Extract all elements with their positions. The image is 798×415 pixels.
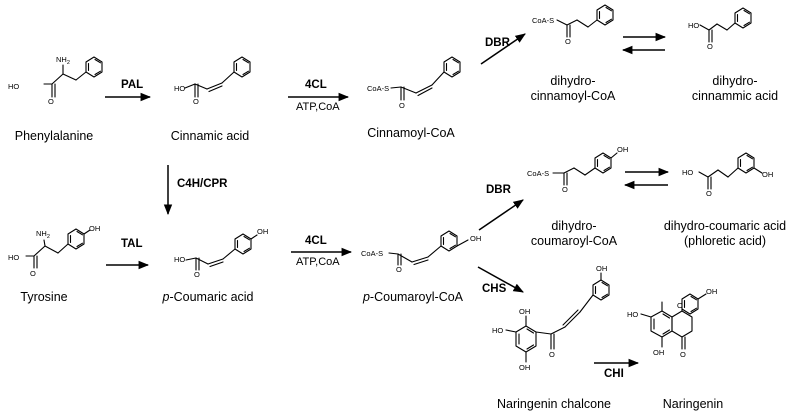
enzyme-c4h-cpr: C4H/CPR xyxy=(177,178,228,190)
phe-o-label: O xyxy=(48,97,54,106)
pcco-o-label: O xyxy=(396,265,402,274)
label-naringenin-chalcone: Naringenin chalcone xyxy=(497,397,611,411)
dhcoco-o-label: O xyxy=(562,185,568,194)
nar-ring-o-label: O xyxy=(677,301,683,310)
label-p-coumaroyl-coa: p-Coumaroyl-CoA xyxy=(362,290,464,304)
dhco-ho-label: HO xyxy=(682,168,693,177)
phe-ho-label: HO xyxy=(8,82,19,91)
label-tyrosine: Tyrosine xyxy=(20,290,68,304)
cofactor-top: ATP,CoA xyxy=(296,101,340,113)
tyr-nh2-label: NH2 xyxy=(36,229,50,240)
dhcin-o-label: O xyxy=(707,42,713,51)
arrow-dbr-bottom xyxy=(478,199,524,231)
cinnamoyl-coa-structure xyxy=(390,56,461,101)
arrow-dbr-top xyxy=(480,33,526,65)
tyr-oh-label: OH xyxy=(89,224,100,233)
naringenin-structure xyxy=(640,293,707,350)
dihydro-coumaric-acid-structure xyxy=(698,152,763,190)
arrow-chs xyxy=(477,266,524,293)
cinco-o-label: O xyxy=(399,101,405,110)
pca-ho-label: HO xyxy=(174,255,185,264)
cinnamic-acid-structure xyxy=(184,56,251,98)
dhcoco-coas-label: CoA-S xyxy=(527,169,549,178)
label-dihydro-coumaroyl-coa: dihydro-coumaroyl-CoA xyxy=(530,219,618,248)
label-dihydro-cinnamic-acid: dihydro-cinnammic acid xyxy=(691,74,779,103)
pcco-coas-label: CoA-S xyxy=(361,249,383,258)
cin-ho-label: HO xyxy=(174,84,185,93)
chal-oh-top-label: OH xyxy=(596,264,607,273)
enzyme-chi: CHI xyxy=(604,368,624,380)
nar-o-label: O xyxy=(680,350,686,359)
label-naringenin: Naringenin xyxy=(662,397,724,411)
pca-oh-label: OH xyxy=(257,227,268,236)
nar-ho-left-label: HO xyxy=(627,310,638,319)
tyr-ho-label: HO xyxy=(8,253,19,262)
nar-oh-bottom-label: OH xyxy=(653,348,664,357)
cinco-coas-label: CoA-S xyxy=(367,84,389,93)
enzyme-dbr-bottom: DBR xyxy=(486,184,511,196)
label-cinnamoyl-coa: Cinnamoyl-CoA xyxy=(367,126,455,140)
pcco-oh-label: OH xyxy=(470,234,481,243)
tyr-o-label: O xyxy=(30,269,36,278)
phenylalanine-structure xyxy=(43,56,103,98)
dhcinco-coas-label: CoA-S xyxy=(532,16,554,25)
p-coumaric-acid-structure xyxy=(185,233,258,271)
chal-oh-ring-label: OH xyxy=(519,307,530,316)
dihydro-cinnamoyl-coa-structure xyxy=(556,4,614,38)
label-dihydro-coumaric-acid: dihydro-coumaric acid(phloretic acid) xyxy=(663,219,787,248)
tyrosine-structure xyxy=(25,228,91,269)
chal-ho-left-label: HO xyxy=(492,326,503,335)
label-cinnamic-acid: Cinnamic acid xyxy=(170,129,250,143)
naringenin-chalcone-structure xyxy=(505,272,610,363)
p-coumaroyl-coa-structure xyxy=(388,230,469,266)
dhcoco-oh-label: OH xyxy=(617,145,628,154)
label-dihydro-cinnamoyl-coa: dihydro-cinnamoyl-CoA xyxy=(530,74,616,103)
chal-o-label: O xyxy=(549,350,555,359)
enzyme-chs: CHS xyxy=(482,283,507,295)
dhco-o-label: O xyxy=(706,189,712,198)
enzyme-pal: PAL xyxy=(121,79,144,91)
label-phenylalanine: Phenylalanine xyxy=(14,129,94,143)
label-p-coumaric-acid: p-Coumaric acid xyxy=(162,290,254,304)
dhcinco-o-label: O xyxy=(565,37,571,46)
atom-labels: HO O NH2 HO O CoA-S O CoA-S O HO O HO O … xyxy=(8,16,773,372)
cin-o-label: O xyxy=(193,97,199,106)
dihydro-coumaroyl-coa-structure xyxy=(552,152,618,186)
chal-oh-bottom-label: OH xyxy=(519,363,530,372)
pca-o-label: O xyxy=(194,270,200,279)
enzyme-4cl-top: 4CL xyxy=(305,79,327,91)
dhcin-ho-label: HO xyxy=(688,21,699,30)
dhco-oh-label: OH xyxy=(762,170,773,179)
nar-oh-label: OH xyxy=(706,287,717,296)
cofactor-bottom: ATP,CoA xyxy=(296,256,340,268)
enzyme-4cl-bottom: 4CL xyxy=(305,235,327,247)
phe-nh2-label: NH2 xyxy=(56,55,70,66)
enzyme-dbr-top: DBR xyxy=(485,37,510,49)
enzyme-tal: TAL xyxy=(121,238,143,250)
dihydro-cinnamic-acid-structure xyxy=(699,7,752,43)
